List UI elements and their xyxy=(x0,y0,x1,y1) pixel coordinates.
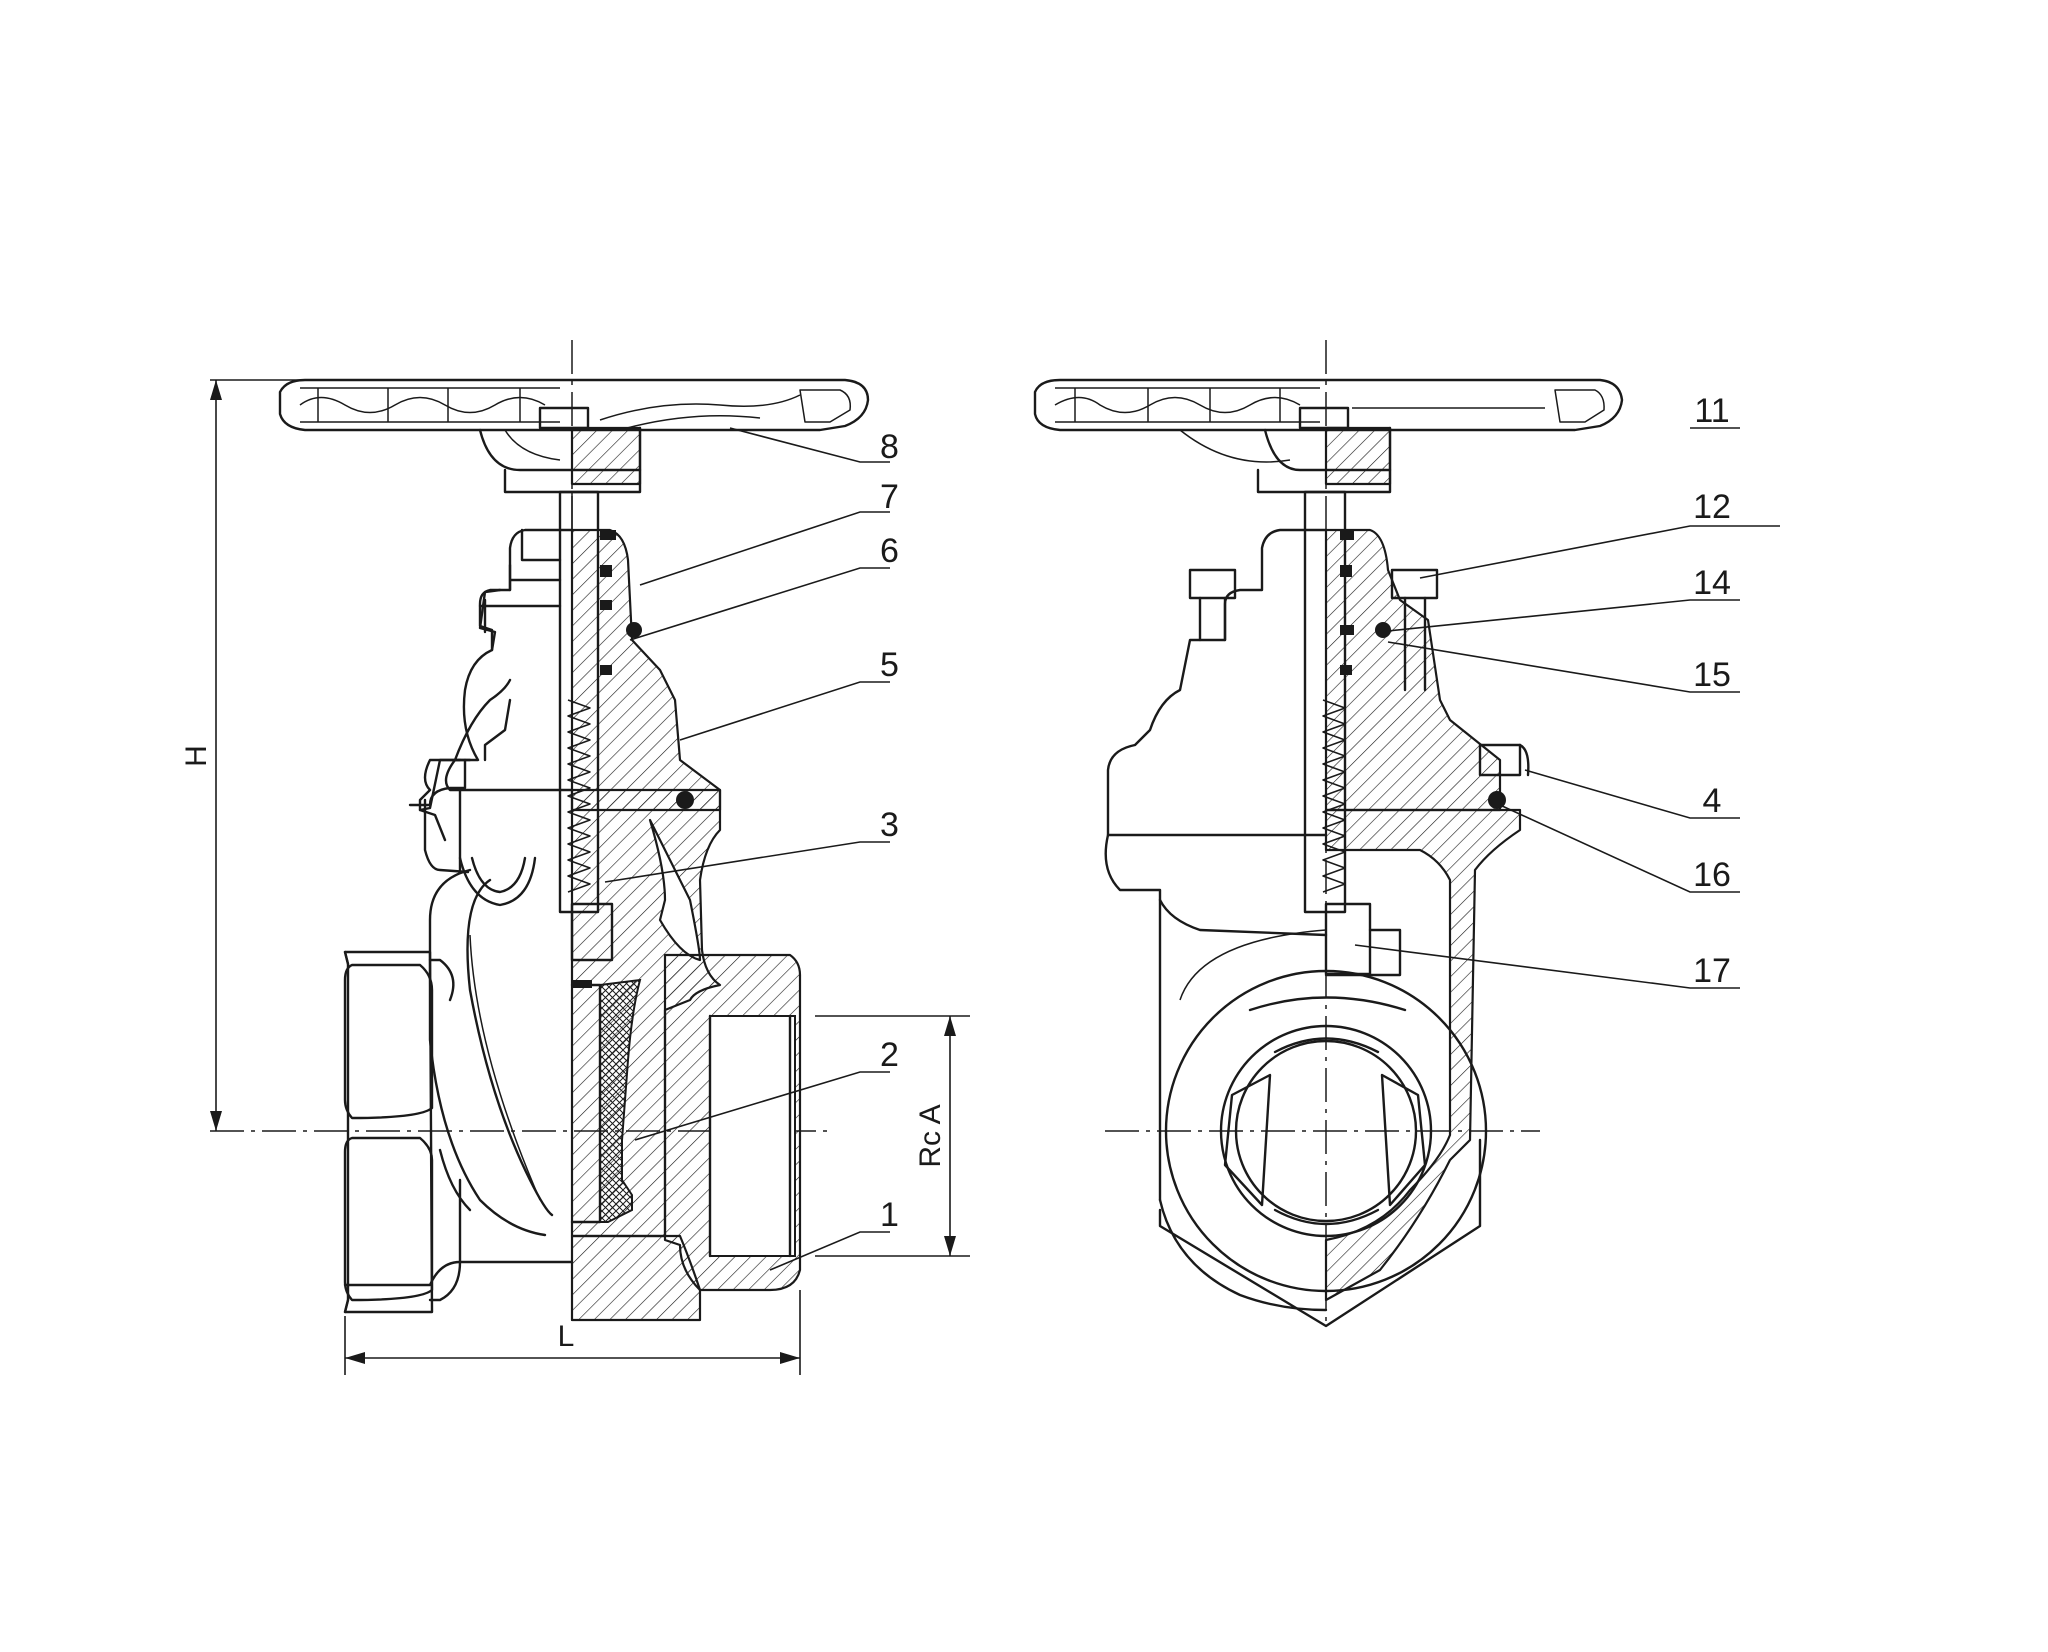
label-part-11: 11 xyxy=(1694,392,1729,430)
label-part-1: 1 xyxy=(880,1196,899,1234)
label-part-2: 2 xyxy=(880,1036,899,1074)
handwheel-side xyxy=(1033,378,1624,494)
hex-nut-left xyxy=(343,950,434,1314)
side-section-view xyxy=(1033,340,1624,1328)
dimension-labels: H L Rc A xyxy=(180,745,947,1353)
label-part-17: 17 xyxy=(1693,952,1731,990)
bolt-12-right xyxy=(1390,568,1439,600)
dimension-label-h: H xyxy=(180,745,213,767)
label-part-6: 6 xyxy=(880,532,899,570)
wedge-front xyxy=(570,978,642,1224)
bore-outer xyxy=(1164,969,1488,1293)
body-front xyxy=(343,788,802,1322)
leaders-right xyxy=(1354,427,1780,989)
front-section-view xyxy=(210,340,870,1325)
plug-4 xyxy=(1478,743,1522,777)
dimension-label-l: L xyxy=(558,1320,575,1353)
label-part-5: 5 xyxy=(880,646,899,684)
bonnet-left-outline xyxy=(408,588,537,907)
dimensions-front xyxy=(210,379,970,1375)
label-part-8: 8 xyxy=(880,428,899,466)
bore-inner xyxy=(1219,1024,1433,1238)
bolt-12-left xyxy=(1188,568,1237,600)
label-part-7: 7 xyxy=(880,478,899,516)
handwheel-front xyxy=(278,378,870,494)
label-part-16: 16 xyxy=(1693,856,1731,894)
label-part-12: 12 xyxy=(1693,488,1731,526)
label-part-15: 15 xyxy=(1693,656,1731,694)
label-part-3: 3 xyxy=(880,806,899,844)
leaders-left xyxy=(604,427,890,1271)
part-number-labels: 8 7 6 5 3 2 1 11 12 14 15 4 16 17 xyxy=(880,392,1731,1234)
label-part-14: 14 xyxy=(1693,564,1731,602)
bonnet-side xyxy=(1106,528,1530,837)
stem-thread xyxy=(567,699,591,893)
dimension-label-rc-a: Rc A xyxy=(914,1104,947,1167)
body-side xyxy=(1104,808,1522,1328)
label-part-4: 4 xyxy=(1703,782,1722,820)
